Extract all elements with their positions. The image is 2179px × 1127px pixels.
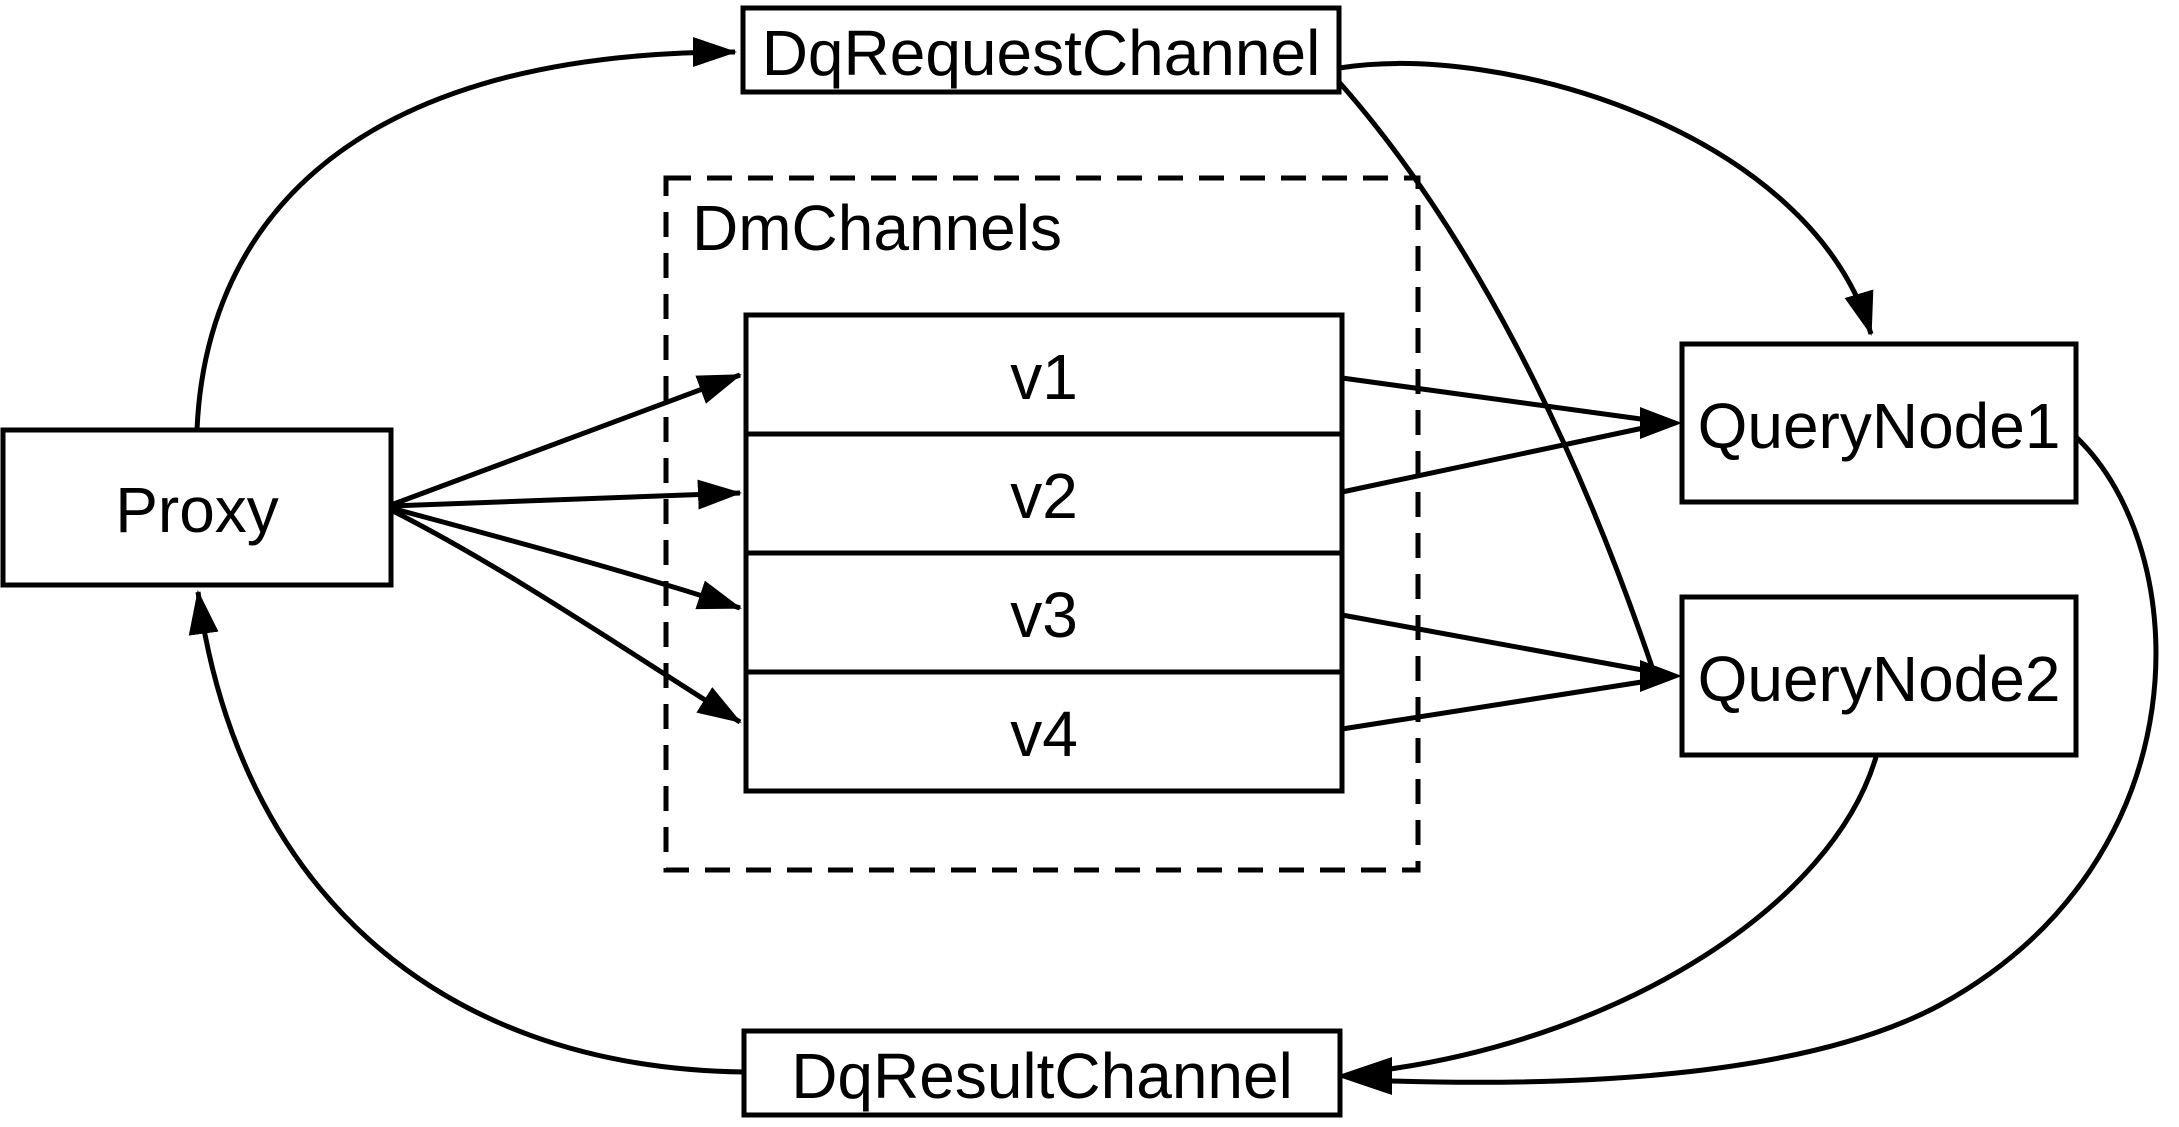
proxy-label: Proxy — [115, 474, 279, 546]
dqrequestchannel-node-box — [740, 5, 1342, 95]
edge-proxy-to-dqrequestchannel — [194, 37, 737, 431]
edge-querynode2-to-dqresultchannel — [1389, 756, 1879, 1072]
edge-v1-to-querynode1 — [1341, 375, 1649, 423]
dqresultchannel-label: DqResultChannel — [791, 1040, 1293, 1112]
edge-dqrequestchannel-to-querynode1 — [1338, 61, 1874, 336]
edge-proxy-to-v2 — [390, 479, 742, 510]
vchannel-v4-label: v4 — [1010, 698, 1078, 770]
vchannel-v3-label: v3 — [1010, 579, 1078, 651]
edge-dqrequestchannel-to-querynode2 — [1337, 80, 1655, 668]
arrowhead-dqresultchannel-right — [1336, 1057, 1392, 1095]
arrowhead-querynode1-left — [1640, 407, 1682, 439]
dqresultchannel-node-box — [741, 1028, 1343, 1118]
edge-dqresultchannel-to-proxy — [188, 590, 745, 1075]
dqrequestchannel-label: DqRequestChannel — [762, 17, 1321, 89]
edge-proxy-to-v3 — [390, 505, 742, 611]
arrowhead-querynode2-left — [1640, 660, 1682, 692]
dmchannels-label: DmChannels — [692, 192, 1062, 264]
querynode2-label: QueryNode2 — [1698, 643, 2061, 715]
proxy-node-box — [0, 427, 394, 588]
querynode1-label: QueryNode1 — [1698, 390, 2061, 462]
edge-v3-to-querynode2 — [1341, 612, 1649, 674]
querynode2-node-box — [1679, 594, 2079, 758]
querynode1-node-box — [1679, 341, 2079, 505]
edge-proxy-to-v1 — [390, 372, 742, 508]
edge-querynode1-to-dqresultchannel — [1391, 435, 2159, 1085]
edge-proxy-to-v4 — [389, 507, 742, 725]
dmchannels-group-box — [663, 175, 1421, 873]
vchannel-v1-label: v1 — [1010, 341, 1078, 413]
edge-v2-to-querynode1 — [1341, 424, 1649, 495]
edge-v4-to-querynode2 — [1341, 678, 1649, 732]
vchannel-v2-label: v2 — [1010, 460, 1078, 532]
